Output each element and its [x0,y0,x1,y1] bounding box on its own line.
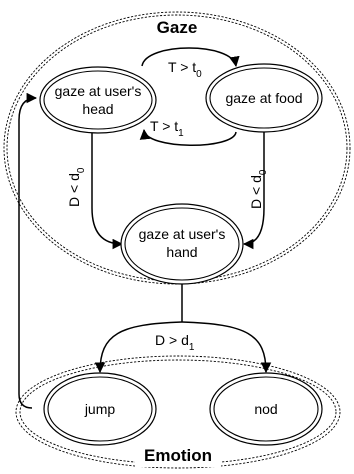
state-gaze-at-head: gaze at user's head [39,66,157,134]
state-nod: nod [209,372,323,446]
edge-head-to-hand [91,133,124,250]
gaze-group-title: Gaze [157,18,198,37]
state-gaze-at-hand-label-2: hand [166,244,197,260]
state-gaze-at-hand-label-1: gaze at user's [139,226,226,242]
label-head-to-food-main: T > t [168,59,196,75]
state-gaze-at-food-inner [209,67,319,129]
label-food-to-hand-main: D < d [248,175,264,209]
state-jump-label: jump [84,401,116,417]
state-gaze-at-food-label: gaze at food [225,90,302,106]
label-food-to-hand-sub: 0 [258,169,269,175]
state-jump: jump [43,372,157,446]
label-hand-to-emotion: D > d1 [155,332,195,353]
emotion-group-border-outer [15,355,341,469]
label-food-to-head-sub: 1 [178,128,184,139]
state-jump-inner [47,376,153,442]
state-gaze-at-hand: gaze at user's hand [120,203,244,285]
state-gaze-at-food-outer [205,63,323,133]
edge-food-to-hand [242,130,265,250]
state-gaze-at-head-inner [43,70,153,130]
emotion-title-backdrop [135,443,221,467]
state-nod-outer [209,372,323,446]
state-gaze-at-head-outer [39,66,157,134]
label-food-to-head: T > t1 [150,118,184,139]
label-head-to-food-sub: 0 [196,69,202,80]
edge-head-to-food [141,47,240,68]
label-head-to-hand-sub: 0 [76,167,87,173]
edge-hand-to-jump [94,321,183,374]
gaze-group-border-inner [6,14,348,282]
label-head-to-food: T > t0 [168,59,202,80]
state-gaze-at-head-label-1: gaze at user's [55,83,142,99]
emotion-group-title: Emotion [144,446,212,465]
state-gaze-at-hand-inner [124,207,240,281]
emotion-group: Emotion [15,355,341,469]
transitions [18,47,272,409]
label-hand-to-emotion-sub: 1 [189,342,195,353]
label-head-to-hand: D < d0 [66,167,87,207]
label-hand-to-emotion-main: D > d [155,332,189,348]
edge-emotion-to-head [18,92,38,409]
edge-hand-to-nod [181,321,272,374]
edge-food-to-head [139,128,237,146]
state-gaze-at-food: gaze at food [205,63,323,133]
label-food-to-head-main: T > t [150,118,178,134]
label-food-to-hand: D < d0 [248,169,269,209]
label-head-to-hand-main: D < d [66,173,82,207]
state-jump-outer [43,372,157,446]
state-nod-inner [213,376,319,442]
state-gaze-at-hand-outer [120,203,244,285]
state-nod-label: nod [254,401,277,417]
state-gaze-at-head-label-2: head [82,101,113,117]
